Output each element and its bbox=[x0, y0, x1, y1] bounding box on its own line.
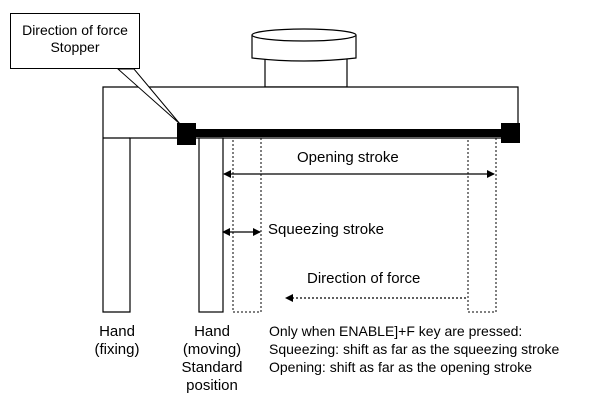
hand-moving-line-2: (moving) bbox=[182, 341, 242, 358]
opening-stroke-label: Opening stroke bbox=[297, 149, 399, 166]
callout-box: Direction of force Stopper bbox=[10, 13, 140, 69]
hand-moving bbox=[198, 137, 224, 313]
hand-moving-label: Hand (moving) Standard position bbox=[172, 323, 252, 395]
motor-cap bbox=[251, 35, 357, 62]
motor-unit bbox=[251, 28, 357, 88]
note-line-1: Only when ENABLE]+F key are pressed: bbox=[269, 323, 523, 339]
motor-cap-top bbox=[251, 28, 357, 42]
hand-moving-line-4: position bbox=[186, 377, 238, 394]
callout-pointer bbox=[116, 68, 181, 125]
hand-squeezing-position bbox=[232, 137, 262, 313]
stopper-left bbox=[177, 123, 196, 145]
direction-of-force-label: Direction of force bbox=[307, 270, 421, 287]
note-block: Only when ENABLE]+F key are pressed: Squ… bbox=[269, 322, 559, 376]
hand-moving-line-3: Standard bbox=[181, 359, 243, 376]
hand-opening-position bbox=[467, 137, 497, 313]
hand-fixing-label: Hand (fixing) bbox=[82, 323, 152, 359]
guide-rail bbox=[180, 129, 520, 137]
hand-fixing-line-1: Hand bbox=[99, 323, 135, 340]
note-line-2: Squeezing: shift as far as the squeezing… bbox=[269, 341, 560, 357]
hand-fixing-line-2: (fixing) bbox=[94, 341, 140, 358]
squeezing-stroke-label: Squeezing stroke bbox=[268, 221, 384, 238]
stopper-right bbox=[501, 123, 520, 143]
note-line-3: Opening: shift as far as the opening str… bbox=[269, 359, 533, 375]
callout-line-2: Stopper bbox=[50, 39, 100, 55]
callout-line-1: Direction of force bbox=[22, 22, 128, 38]
hand-moving-line-1: Hand bbox=[194, 323, 230, 340]
